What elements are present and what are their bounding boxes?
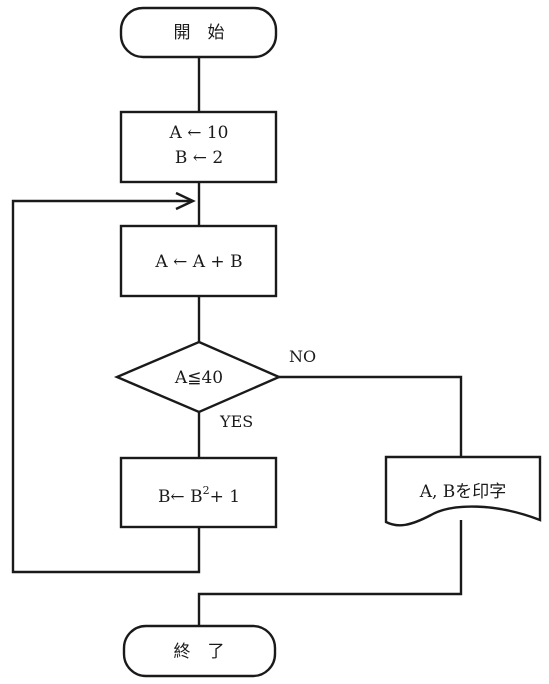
decision-yes-label: YES	[219, 412, 253, 431]
edge-loop-back	[11, 199, 201, 574]
square-label-superscript: 2	[203, 484, 210, 497]
decision-no-label: NO	[289, 347, 316, 366]
init-process-box	[119, 110, 278, 184]
start-terminal	[119, 6, 278, 59]
square-process-box	[119, 456, 278, 529]
output-document-shape	[384, 455, 542, 527]
add-process-box	[119, 224, 278, 298]
loop-arrowhead	[175, 191, 196, 211]
square-label: B← B2+ 1	[158, 484, 240, 507]
start-label: 開 始	[174, 23, 225, 43]
end-terminal	[122, 624, 277, 678]
decision-label: A≦40	[174, 368, 223, 388]
init-line-a: A ← 10	[169, 123, 229, 143]
decision-diamond	[113, 340, 282, 414]
init-line-b: B ← 2	[175, 148, 223, 168]
square-label-suffix: + 1	[210, 487, 240, 507]
edge-output-to-end	[197, 520, 463, 626]
end-label: 終 了	[174, 642, 225, 662]
add-label: A ← A + B	[154, 252, 242, 272]
output-label: A, Bを印字	[419, 482, 507, 502]
square-label-prefix: B← B	[158, 487, 203, 507]
edge-decision-no-to-output	[279, 375, 463, 457]
connector-lines	[11, 57, 463, 626]
